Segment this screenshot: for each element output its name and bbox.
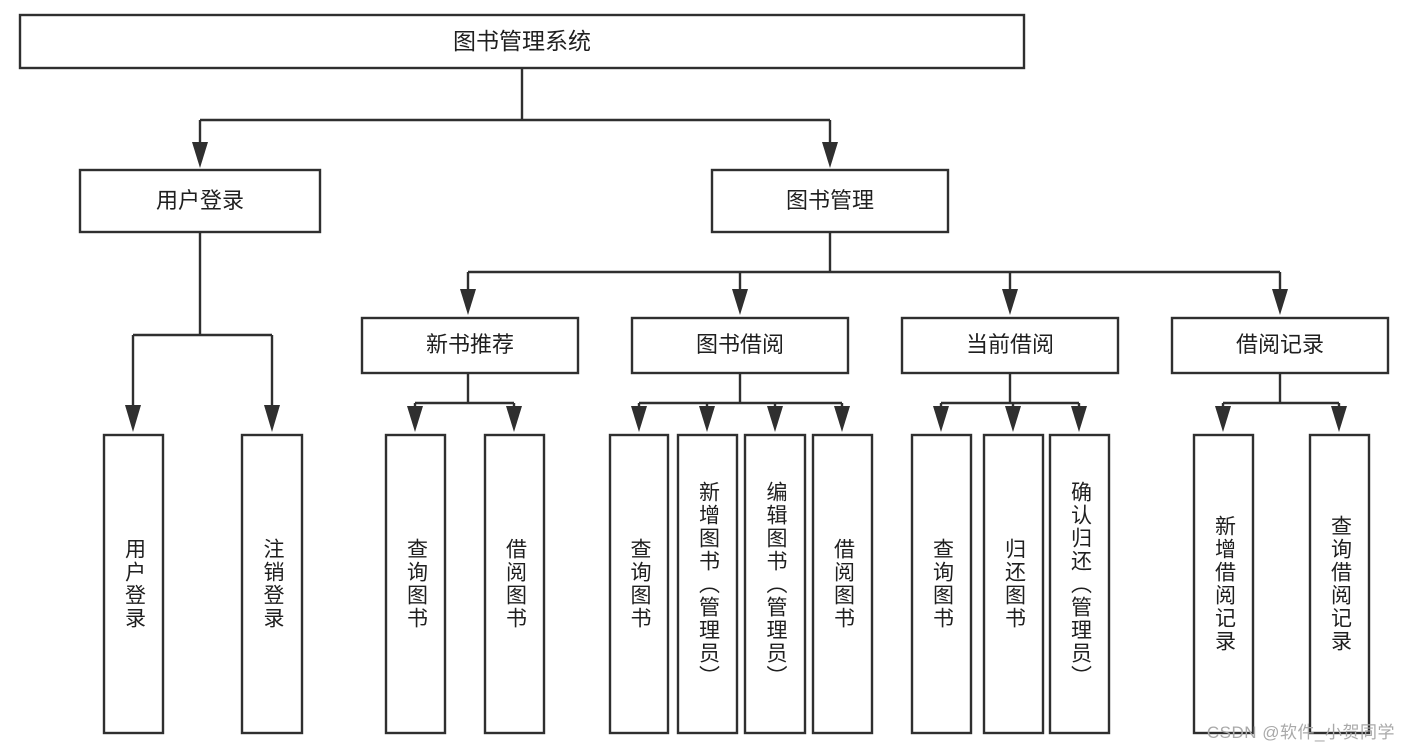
- leaf-query-book-rec-box[interactable]: [384, 433, 447, 735]
- node-current-borrow[interactable]: 当前借阅: [900, 316, 1120, 375]
- connector-group-book-manage-to-level3: [460, 232, 1288, 315]
- arrowhead-cb-to-leaf2: [1005, 406, 1021, 432]
- node-book-manage[interactable]: 图书管理: [710, 168, 950, 234]
- arrowhead-bm-to-new-book: [460, 289, 476, 315]
- leaf-user-login-box[interactable]: [102, 433, 165, 735]
- node-borrow-record-box[interactable]: [1170, 316, 1390, 375]
- arrowhead-bb-to-leaf1: [631, 406, 647, 432]
- csdn-watermark: CSDN @软件_小贺同学: [1206, 723, 1395, 742]
- leaf-query-book-borrow-box[interactable]: [608, 433, 670, 735]
- node-book-borrow[interactable]: 图书借阅: [630, 316, 850, 375]
- node-book-manage-label: 图书管理: [786, 188, 874, 213]
- arrowhead-cb-to-leaf1: [933, 406, 949, 432]
- node-new-book-recommend-label: 新书推荐: [426, 332, 514, 357]
- leaf-user-logout-box[interactable]: [240, 433, 304, 735]
- arrowhead-nb-to-leaf2: [506, 406, 522, 432]
- arrowhead-bm-to-borrow-record: [1272, 289, 1288, 315]
- arrowhead-nb-to-leaf1: [407, 406, 423, 432]
- connector-group-borrow-record-to-leaves: [1215, 373, 1347, 432]
- arrowhead-br-to-leaf1: [1215, 406, 1231, 432]
- node-new-book-recommend-box[interactable]: [360, 316, 580, 375]
- arrowhead-bb-to-leaf4: [834, 406, 850, 432]
- node-book-manage-box[interactable]: [710, 168, 950, 234]
- arrowhead-ul-to-leaf2: [264, 405, 280, 432]
- arrowhead-root-to-book-manage: [822, 142, 838, 168]
- leaf-add-borrow-record-box[interactable]: [1192, 433, 1255, 735]
- connector-group-root-to-level2: [192, 68, 838, 168]
- leaf-add-book-admin-box[interactable]: [676, 433, 739, 735]
- arrowhead-bm-to-book-borrow: [732, 289, 748, 315]
- node-root[interactable]: 图书管理系统: [18, 13, 1026, 70]
- leaf-borrow-book-box[interactable]: [811, 433, 874, 735]
- node-book-borrow-label: 图书借阅: [696, 332, 784, 357]
- connector-group-book-borrow-to-leaves: [631, 373, 850, 432]
- arrowhead-bb-to-leaf3: [767, 406, 783, 432]
- leaf-confirm-return-admin-box[interactable]: [1048, 433, 1111, 735]
- node-borrow-record-label: 借阅记录: [1236, 332, 1324, 357]
- leaf-query-borrow-record-box[interactable]: [1308, 433, 1371, 735]
- node-user-login-label: 用户登录: [156, 188, 244, 213]
- leaf-borrow-book-rec-box[interactable]: [483, 433, 546, 735]
- leaf-edit-book-admin-box[interactable]: [743, 433, 807, 735]
- arrowhead-bb-to-leaf2: [699, 406, 715, 432]
- arrowhead-cb-to-leaf3: [1071, 406, 1087, 432]
- node-current-borrow-box[interactable]: [900, 316, 1120, 375]
- arrowhead-root-to-user-login: [192, 142, 208, 168]
- node-borrow-record[interactable]: 借阅记录: [1170, 316, 1390, 375]
- node-user-login[interactable]: 用户登录: [78, 168, 322, 234]
- node-new-book-recommend[interactable]: 新书推荐: [360, 316, 580, 375]
- node-current-borrow-label: 当前借阅: [966, 332, 1054, 357]
- arrowhead-bm-to-current-borrow: [1002, 289, 1018, 315]
- node-user-login-box[interactable]: [78, 168, 322, 234]
- arrowhead-br-to-leaf2: [1331, 406, 1347, 432]
- node-book-borrow-box[interactable]: [630, 316, 850, 375]
- connector-group-new-book-to-leaves: [407, 373, 522, 432]
- node-root-label: 图书管理系统: [453, 28, 591, 54]
- node-root-box[interactable]: [18, 13, 1026, 70]
- leaf-return-book-box[interactable]: [982, 433, 1045, 735]
- connector-group-current-borrow-to-leaves: [933, 373, 1087, 432]
- leaf-query-book-current-box[interactable]: [910, 433, 973, 735]
- connector-group-user-login-to-leaves: [125, 232, 280, 432]
- arrowhead-ul-to-leaf1: [125, 405, 141, 432]
- leaf-boxes-group: [102, 433, 1371, 735]
